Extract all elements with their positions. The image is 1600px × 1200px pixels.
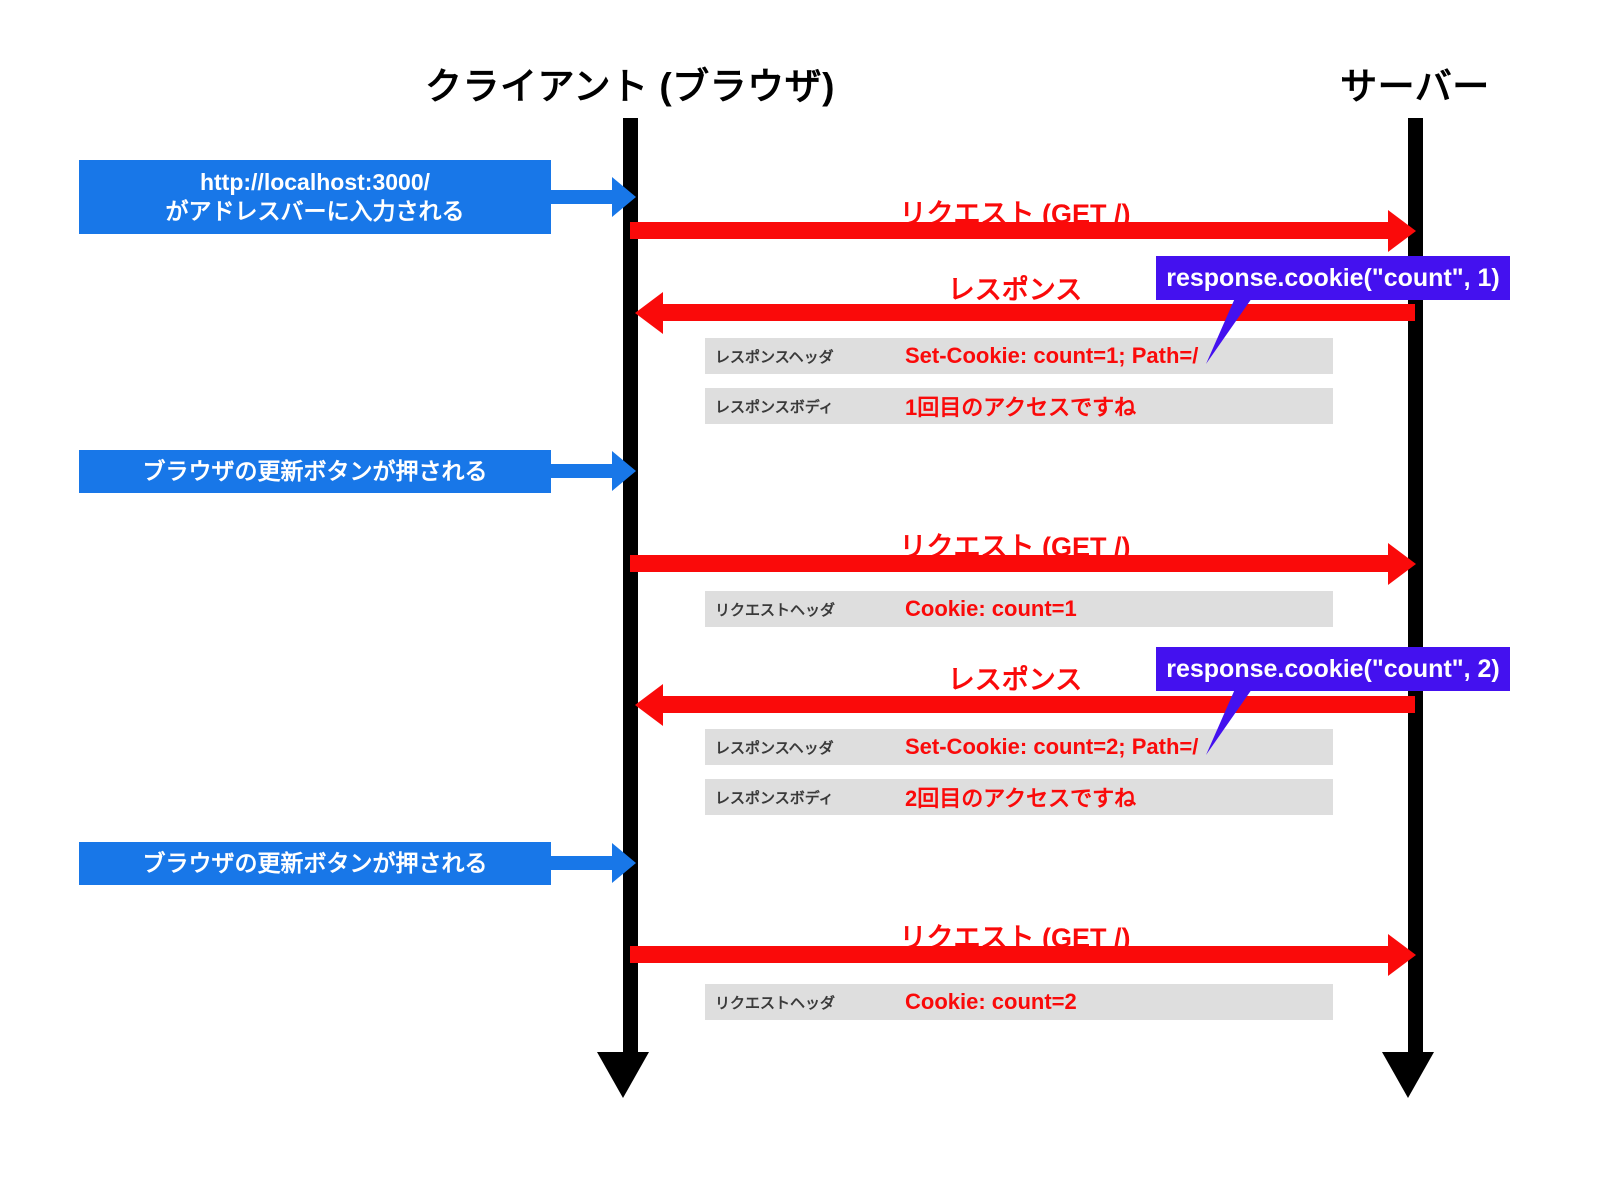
message-arrow-shaft-4: [663, 696, 1415, 713]
action-arrow-shaft-2: [549, 464, 625, 478]
message-arrow-head-icon-4: [635, 684, 663, 726]
participant-label-client: クライアント (ブラウザ): [425, 66, 835, 107]
note-row: レスポンスボディ 1回目のアクセスですね: [705, 388, 1333, 424]
note-row: レスポンスボディ 2回目のアクセスですね: [705, 779, 1333, 815]
message-label-response-2: レスポンス: [947, 665, 1083, 695]
note-value-text: 2回目のアクセスですね: [905, 786, 1137, 811]
note-kind-label: レスポンスヘッダ: [715, 739, 834, 757]
participant-label-server: サーバー: [1340, 66, 1490, 107]
action-arrow-shaft-1: [549, 190, 625, 204]
action-arrow-head-icon-1: [612, 177, 636, 217]
code-callout-set-cookie-1: response.cookie("count", 1): [1156, 256, 1510, 300]
action-arrow-shaft-3: [549, 856, 625, 870]
note-value-text: Set-Cookie: count=2; Path=/: [905, 734, 1199, 759]
message-arrow-head-icon-2: [635, 292, 663, 334]
action-text-line2: がアドレスバーに入力される: [165, 198, 465, 224]
action-box-reload-1: ブラウザの更新ボタンが押される: [79, 450, 551, 493]
note-value-text: Set-Cookie: count=1; Path=/: [905, 343, 1199, 368]
note-kind-label: レスポンスヘッダ: [715, 348, 834, 366]
note-kind-label: レスポンスボディ: [715, 398, 834, 416]
action-box-reload-2: ブラウザの更新ボタンが押される: [79, 842, 551, 885]
action-text-line1: ブラウザの更新ボタンが押される: [142, 457, 488, 484]
action-text-line1: ブラウザの更新ボタンが押される: [142, 849, 488, 876]
client-lifeline-arrow-icon: [597, 1052, 649, 1098]
message-arrow-shaft-3: [630, 555, 1390, 572]
note-row: リクエストヘッダ Cookie: count=1: [705, 591, 1333, 627]
action-arrow-head-icon-2: [612, 451, 636, 491]
message-label-response-1: レスポンス: [947, 275, 1083, 305]
action-arrow-head-icon-3: [612, 843, 636, 883]
note-kind-label: リクエストヘッダ: [715, 994, 836, 1012]
message-arrow-shaft-2: [663, 304, 1415, 321]
note-row: リクエストヘッダ Cookie: count=2: [705, 984, 1333, 1020]
callout-tail-icon-1: [1206, 298, 1252, 364]
note-kind-label: リクエストヘッダ: [715, 601, 836, 619]
message-arrow-head-icon-5: [1388, 934, 1416, 976]
message-arrow-head-icon-1: [1388, 210, 1416, 252]
message-arrow-head-icon-3: [1388, 543, 1416, 585]
note-kind-label: レスポンスボディ: [715, 789, 834, 807]
note-row: レスポンスヘッダ Set-Cookie: count=1; Path=/: [705, 338, 1333, 374]
server-lifeline: [1408, 118, 1423, 1056]
note-value-text: 1回目のアクセスですね: [905, 395, 1137, 420]
callout-tail-icon-2: [1206, 689, 1252, 755]
note-value-text: Cookie: count=1: [905, 596, 1077, 621]
code-callout-set-cookie-2: response.cookie("count", 2): [1156, 647, 1510, 691]
message-arrow-shaft-1: [630, 222, 1390, 239]
message-arrow-shaft-5: [630, 946, 1390, 963]
action-box-url-entered: http://localhost:3000/ がアドレスバーに入力される: [79, 160, 551, 234]
client-lifeline: [623, 118, 638, 1056]
action-text-line1: http://localhost:3000/: [199, 168, 431, 195]
note-value-text: Cookie: count=2: [905, 989, 1077, 1014]
note-row: レスポンスヘッダ Set-Cookie: count=2; Path=/: [705, 729, 1333, 765]
server-lifeline-arrow-icon: [1382, 1052, 1434, 1098]
